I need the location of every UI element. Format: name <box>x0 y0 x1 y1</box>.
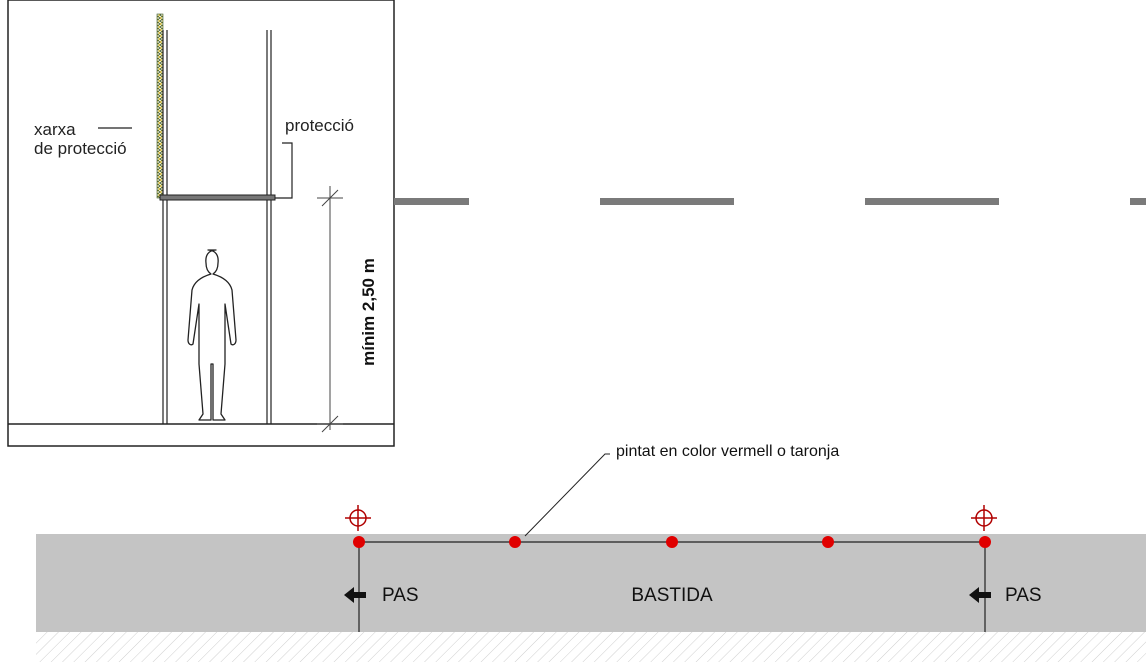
pavement-strip <box>36 534 1146 632</box>
road-marking <box>394 198 1146 205</box>
target-marker-icon <box>345 505 371 531</box>
paint-marker <box>979 536 991 548</box>
paint-note-leader <box>524 453 610 537</box>
height-dimension <box>317 186 343 433</box>
protection-label: protecció <box>285 116 354 135</box>
paint-note: pintat en color vermell o taronja <box>616 443 839 460</box>
plan-view: pintat en color vermell o taronja PAS BA… <box>36 443 1146 662</box>
arrow-left-icon <box>344 587 366 603</box>
passage-right-label: PAS <box>1005 585 1042 606</box>
paint-markers <box>353 536 991 548</box>
protection-platform <box>159 194 276 201</box>
person-icon <box>187 249 237 421</box>
protection-net <box>156 13 164 199</box>
paint-marker <box>353 536 365 548</box>
scaffold-label: BASTIDA <box>631 585 713 606</box>
target-marker-icon <box>971 505 997 531</box>
passage-left-label: PAS <box>382 585 419 606</box>
paint-marker <box>822 536 834 548</box>
paint-marker <box>509 536 521 548</box>
section-view: xarxa de protecció protecció mínim 2,50 … <box>7 0 395 447</box>
arrow-left-icon <box>969 587 991 603</box>
protection-leader-line <box>275 142 293 199</box>
net-label-line1: xarxa <box>34 120 76 139</box>
hatched-ground <box>36 632 1146 662</box>
height-label: mínim 2,50 m <box>359 258 378 366</box>
paint-marker <box>666 536 678 548</box>
net-label-line2: de protecció <box>34 139 127 158</box>
